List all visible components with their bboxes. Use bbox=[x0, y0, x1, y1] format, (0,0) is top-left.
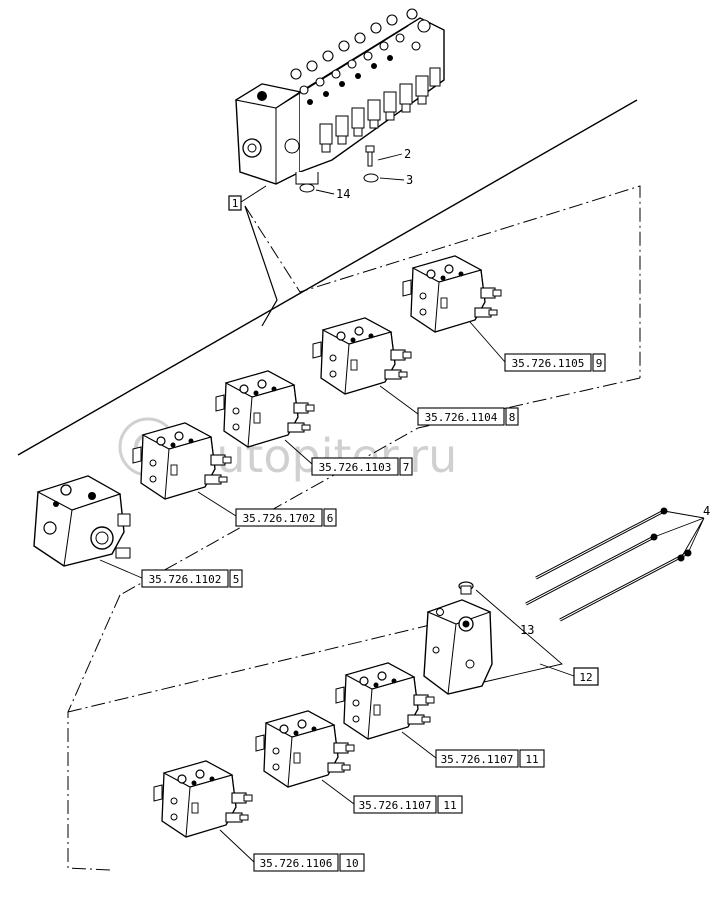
group-frame-dashdot-lower bbox=[67, 594, 121, 871]
group-frame-dashdot-lower-top bbox=[67, 624, 431, 713]
reference-7-item: 7 bbox=[403, 461, 410, 474]
reference-7-code: 35.726.1103 bbox=[319, 461, 392, 474]
callout-12: 12 bbox=[579, 671, 592, 684]
leader-1-to-frame bbox=[244, 205, 278, 327]
leader-1 bbox=[240, 185, 267, 203]
reference-10-item: 10 bbox=[345, 857, 358, 870]
bolt-part-2 bbox=[365, 145, 375, 167]
section-valve-9 bbox=[402, 255, 502, 333]
reference-5-item: 5 bbox=[233, 573, 240, 586]
reference-7: 35.726.1103 7 bbox=[311, 457, 413, 476]
reference-10-code: 35.726.1106 bbox=[260, 857, 333, 870]
washer-part-3 bbox=[363, 173, 379, 183]
section-divider-line bbox=[17, 99, 638, 456]
reference-6-code: 35.726.1702 bbox=[243, 512, 316, 525]
reference-8-item: 8 bbox=[509, 411, 516, 424]
reference-9: 35.726.1105 9 bbox=[504, 353, 606, 372]
section-valve-10 bbox=[153, 760, 253, 838]
leader-9 bbox=[469, 321, 506, 363]
reference-11-lower: 35.726.1107 11 bbox=[353, 795, 463, 814]
leader-6 bbox=[197, 491, 237, 517]
leader-8 bbox=[379, 385, 419, 415]
leader-4 bbox=[653, 510, 705, 559]
callout-13: 13 bbox=[520, 623, 534, 637]
reference-5: 35.726.1102 5 bbox=[141, 569, 243, 588]
leader-12 bbox=[539, 663, 575, 677]
reference-5-code: 35.726.1102 bbox=[149, 573, 222, 586]
leader-13-12 bbox=[475, 589, 563, 683]
callout-1: 1 bbox=[232, 197, 239, 210]
leader-11-upper bbox=[401, 731, 437, 759]
callout-1-box bbox=[228, 195, 242, 211]
end-cover-part-12 bbox=[423, 599, 493, 695]
reference-6-item: 6 bbox=[327, 512, 334, 525]
leader-5 bbox=[99, 559, 143, 579]
reference-11-upper-code: 35.726.1107 bbox=[441, 753, 514, 766]
leader-14 bbox=[315, 189, 335, 195]
reference-8: 35.726.1104 8 bbox=[417, 407, 519, 426]
reference-6: 35.726.1702 6 bbox=[235, 508, 337, 527]
leader-3 bbox=[379, 177, 405, 181]
reference-10: 35.726.1106 10 bbox=[253, 853, 365, 872]
callout-4: 4 bbox=[703, 504, 710, 518]
leader-10 bbox=[219, 829, 255, 863]
reference-11-lower-code: 35.726.1107 bbox=[359, 799, 432, 812]
reference-9-item: 9 bbox=[596, 357, 603, 370]
reference-9-code: 35.726.1105 bbox=[512, 357, 585, 370]
leader-7 bbox=[284, 439, 313, 465]
callout-2: 2 bbox=[404, 147, 411, 161]
section-valve-11-lower bbox=[255, 710, 355, 788]
section-valve-11-upper bbox=[335, 662, 435, 740]
group-frame-dashdot-mid bbox=[119, 377, 641, 596]
callout-14: 14 bbox=[336, 187, 350, 201]
leader-2 bbox=[377, 153, 403, 161]
callout-3: 3 bbox=[406, 173, 413, 187]
tie-rods-part-4 bbox=[525, 507, 692, 622]
reference-11-upper-item: 11 bbox=[525, 753, 538, 766]
washer-part-14 bbox=[299, 183, 315, 193]
reference-8-code: 35.726.1104 bbox=[425, 411, 498, 424]
inlet-section-5 bbox=[33, 475, 131, 567]
callout-12-box bbox=[573, 667, 599, 686]
plug-part-13 bbox=[458, 581, 474, 595]
leader-11-lower bbox=[321, 779, 355, 805]
group-frame-dashdot-upper bbox=[244, 185, 641, 378]
section-valve-8 bbox=[312, 317, 412, 395]
reference-11-lower-item: 11 bbox=[443, 799, 456, 812]
reference-11-upper: 35.726.1107 11 bbox=[435, 749, 545, 768]
assembled-valve-block bbox=[234, 8, 445, 185]
